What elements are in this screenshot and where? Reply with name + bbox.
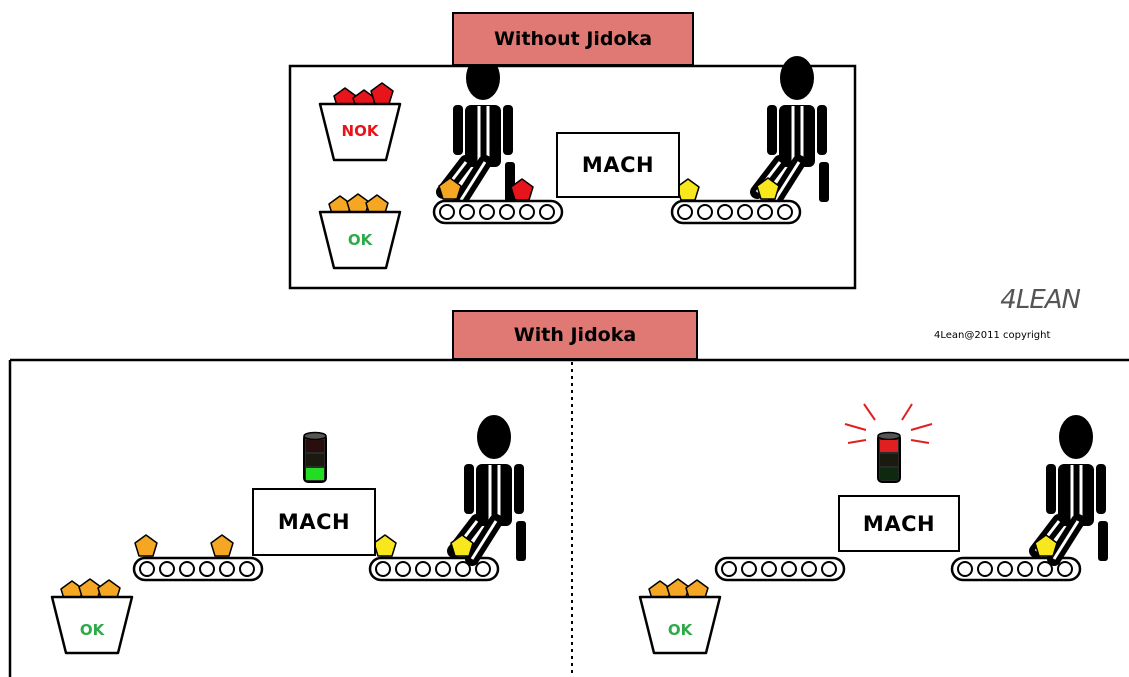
part-icon bbox=[373, 534, 397, 557]
ok-bin-bottom-left bbox=[50, 578, 134, 655]
logo: 4LEAN bbox=[1000, 285, 1081, 315]
conveyor-icon bbox=[432, 199, 564, 225]
ok-bin-bottom-right bbox=[638, 578, 722, 655]
andon-light-icon bbox=[844, 403, 933, 483]
bottom-panel-title: With Jidoka bbox=[452, 310, 698, 360]
machine-bottom-left: MACH bbox=[252, 488, 376, 556]
ok-bin-label-bottom-right: OK bbox=[667, 621, 693, 639]
conveyor-icon bbox=[670, 199, 802, 225]
part-icon bbox=[210, 534, 234, 557]
machine-bottom-right: MACH bbox=[838, 495, 960, 552]
top-panel-title: Without Jidoka bbox=[452, 12, 694, 66]
part-icon bbox=[134, 534, 158, 557]
ok-bin-label-bottom-left: OK bbox=[79, 621, 105, 639]
copyright-text: 4Lean@2011 copyright bbox=[934, 330, 1051, 341]
nok-bin-label: NOK bbox=[341, 122, 379, 140]
ok-bin-label-top: OK bbox=[347, 231, 373, 249]
conveyor-icon bbox=[132, 556, 264, 582]
machine-top: MACH bbox=[556, 132, 680, 198]
conveyor-icon bbox=[714, 556, 846, 582]
andon-light-icon bbox=[303, 431, 327, 483]
